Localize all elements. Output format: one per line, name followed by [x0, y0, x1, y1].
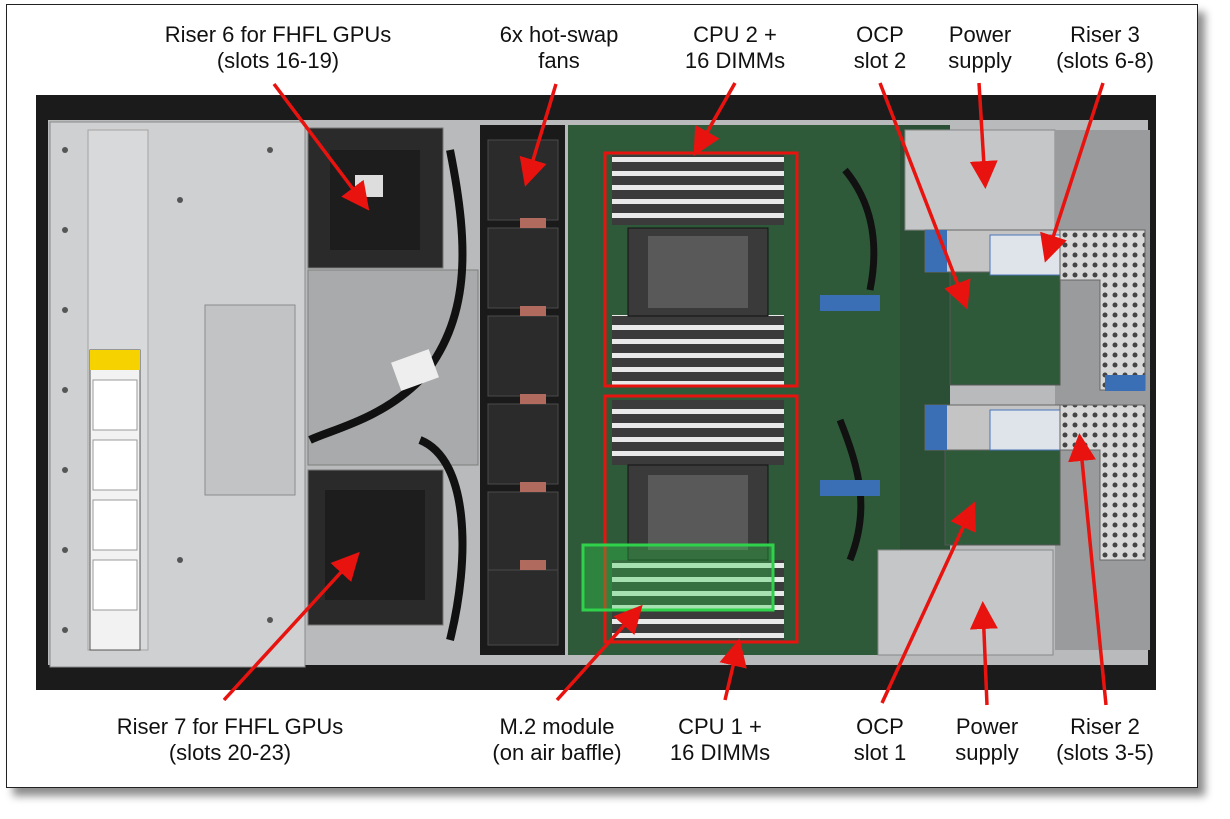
cpu2-arrow — [693, 82, 737, 157]
riser6-cage — [307, 127, 444, 269]
fan-bay — [480, 125, 565, 655]
cpu1-label: CPU 1 +16 DIMMs — [669, 714, 771, 765]
riser2-label: Riser 2(slots 3-5) — [1056, 714, 1154, 765]
cpu1-arrow — [719, 638, 747, 701]
cpu2-label: CPU 2 +16 DIMMs — [684, 22, 786, 73]
fans-arrow — [519, 83, 558, 187]
ocp2-arrow — [878, 82, 971, 310]
riser7-cage — [307, 469, 444, 626]
ocp1-arrow — [880, 501, 976, 704]
rear-area — [877, 129, 1150, 656]
psu-top-arrow — [969, 82, 998, 189]
m2-highlight-box — [581, 543, 775, 612]
psu-bottom-arrow — [969, 601, 998, 706]
riser2-arrow — [1068, 433, 1108, 706]
riser7-label: Riser 7 for FHFL GPUs(slots 20-23) — [116, 714, 344, 765]
m2-arrow — [555, 604, 643, 702]
riser6-arrow — [272, 82, 370, 211]
riser7-arrow — [222, 551, 360, 702]
riser6-label: Riser 6 for FHFL GPUs(slots 16-19) — [164, 22, 392, 73]
riser3-label: Riser 3(slots 6-8) — [1056, 22, 1154, 73]
riser3-arrow — [1040, 82, 1105, 263]
m2-label: M.2 module(on air baffle) — [492, 714, 622, 765]
cpu1-highlight-box — [603, 394, 799, 644]
